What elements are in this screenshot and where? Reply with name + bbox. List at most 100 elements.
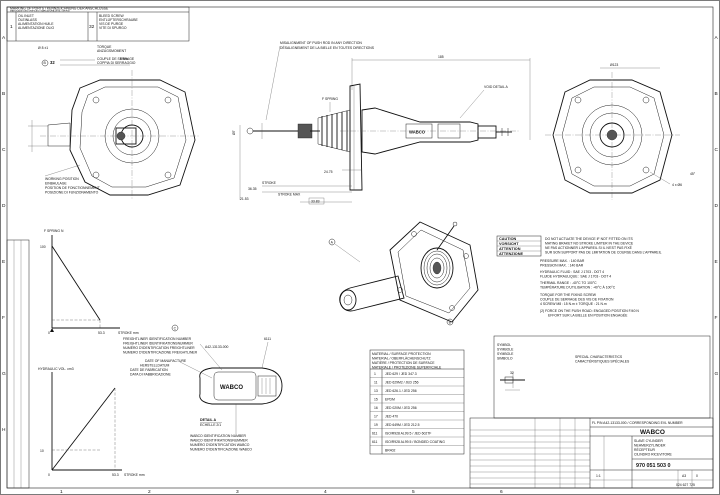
isometric-view: A B: [328, 221, 479, 326]
volume-curve: [51, 387, 116, 471]
freight-it: NUMERO D'IDENTIFICAZIONE FREIGHTLINER: [123, 351, 198, 355]
border-letter-h-left: H: [2, 427, 6, 433]
freight-en: FREIGHTLINER IDENTIFICATION NUMBER: [123, 337, 192, 341]
wabco-id-de: WABCO IDENTIFIKATIONSNUMMER: [190, 439, 248, 443]
port-1-line-4: ALIMENTAZIONE OLIO: [18, 26, 54, 30]
detail-a-scale: ECHELLE 2/1: [200, 423, 221, 427]
iso-boot: [420, 247, 454, 289]
border-letter-a-right: A: [715, 35, 719, 41]
wabco-id-fr: NUMÉRO D'IDENTIFICATION WABCO: [190, 442, 250, 447]
title-rev: 0: [696, 474, 698, 478]
warn-word-it: ATTENZIONE: [499, 252, 523, 256]
mat-row-0-spec: JED 629 / JED 347.3: [385, 372, 417, 376]
graph-hydraulic-volume: HYDRAULIC VOL. cm3 10 53.3 STROKE mm 0: [38, 367, 145, 477]
port-32-line-3: VIS DE PURGE: [99, 22, 124, 26]
wabco-id-en: WABCO IDENTIFICATION NUMBER: [190, 434, 246, 438]
torque-value: 5 Nm: [120, 57, 128, 61]
dim-33-83: 33.83: [311, 200, 320, 204]
title-format: A3: [682, 474, 686, 478]
torque-label-en: TORQUE: [97, 45, 112, 49]
mat-header-fr: MATIÈRE / PROTECTION DE SURFACE: [372, 360, 435, 365]
bolt-hole-1: [92, 96, 100, 104]
iso-callout: A: [331, 240, 334, 244]
materials-table: MATERIAL / SURFACE PROTECTION MATERIAL /…: [369, 349, 465, 455]
border-letter-b-left: B: [2, 91, 5, 97]
front-view-left: Ø 8 ±1 B 32 TORQUE ANZUGSMOMENT COUPLE D…: [28, 45, 200, 200]
graph-spring-force: F SPRING N 100 53.3 STROKE mm 0: [40, 229, 139, 335]
iso-callout-b: B: [449, 320, 452, 324]
border-letters: A B C D E F G H A B C D E F G: [2, 35, 719, 433]
graph1-xval: 53.3: [98, 331, 105, 335]
mat-row-6-n: 19: [374, 423, 378, 427]
side-view: MISALIGNMENT OF PUSH ROD IN ANY DIRECTIO…: [232, 41, 531, 205]
mat-header-en: MATERIAL / SURFACE PROTECTION: [372, 352, 431, 356]
border-letter-g-right: G: [715, 371, 719, 377]
iso-flange: [389, 221, 479, 323]
border-letter-c-right: C: [715, 147, 719, 153]
port-callout-glyph: B: [44, 61, 47, 65]
torque-label-de: ANZUGSMOMENT: [97, 49, 126, 53]
port-32-line-1: BLEED SCREW: [99, 14, 124, 18]
mat-row-7-n: 611: [372, 432, 378, 436]
spec-6: TEMPÉRATURE D'UTILISATION : -40°C À 100°…: [540, 285, 616, 290]
special-title: SPECIAL CHARACTERISTICS: [575, 355, 623, 359]
mat-header-it: MATERIALE / PROTEZIONE SUPERFICIALE: [372, 365, 442, 369]
freight-fr: NUMÉRO D'IDENTIFICATION FREIGHTLINER: [123, 345, 195, 350]
title-company: WABCO: [640, 429, 665, 436]
mat-row-8-spec: ISO/R928 AL99.5 / BONDED COATING: [385, 440, 445, 444]
spring-curve: [51, 245, 101, 321]
border-letter-f-right: F: [715, 315, 718, 321]
left-revision-strip: [6, 239, 30, 489]
border-letter-b-right: B: [715, 91, 718, 97]
symbol-de: SYMBOLE: [497, 348, 514, 352]
front-view-right: Ø123 4 x Ø6 45°: [545, 63, 696, 200]
border-letter-d-right: D: [715, 203, 719, 209]
stroke-max-label: STROKE MAX: [278, 193, 301, 197]
cylinder-tube: [361, 107, 479, 155]
mat-row-7-spec: ISO/R928 AL99.5 / JED 602TF: [385, 432, 431, 436]
symbol-en: SYMBOL: [497, 343, 511, 347]
symbol-it: SIMBOLO: [497, 357, 513, 361]
right-hole-1: [574, 96, 582, 104]
mat-row-1-n: 11: [374, 381, 378, 385]
border-letter-a-left: A: [2, 35, 6, 41]
warning-box: CAUTION VORSICHT ATTENTION ATTENZIONE DO…: [496, 235, 662, 318]
border-number-4: 4: [324, 489, 327, 495]
border-number-5: 5: [412, 489, 415, 495]
graph2-xlabel: STROKE mm: [124, 473, 145, 477]
detail-label-sticker: [213, 371, 257, 401]
pin-6111: 6111: [264, 337, 271, 341]
working-pos-en: WORKING POSITION: [45, 177, 79, 181]
stroke-label: STROKE: [262, 181, 277, 185]
title-block: FL P/N A42-13133-000 / CORRESPONDING EVL…: [469, 417, 714, 489]
date-de: HERSTELLDATUM: [140, 364, 170, 368]
border-letter-e-right: E: [715, 259, 718, 265]
holes-4x-label: 4 x Ø6: [672, 183, 682, 187]
port-32-line-4: VITE DI SPURGO: [99, 26, 127, 30]
rod-dia-label: Ø7: [232, 130, 236, 135]
angle-45-label: 45°: [690, 172, 696, 176]
port-1-line-3: ALIMENTATION HUILE: [18, 22, 54, 26]
bolt-hole-2: [164, 96, 172, 104]
working-pos-fr: POSITION DE FONCTIONNEMENT: [45, 186, 100, 190]
border-letter-g-left: G: [2, 371, 6, 377]
mat-row-3-spec: EPDM: [385, 398, 395, 402]
mat-row-0-n: 1: [374, 372, 376, 376]
front-body-inner: [79, 86, 187, 188]
spec-4: FLUIDE HYDRAULIQUE : SAE J 1703 - DOT 4: [540, 275, 611, 279]
warn-word-en: CAUTION: [499, 237, 517, 241]
void-detail-label: VOID DETAIL A: [484, 85, 508, 89]
port-1-line-2: ÖLEINLASS: [18, 18, 38, 22]
front-body-outline: [69, 79, 196, 196]
fl-pn-line: FL P/N A42-13133-000 / CORRESPONDING EVL…: [592, 421, 683, 425]
working-pos-it: POSIZIONE DI FUNZIONAMENTO: [45, 191, 99, 195]
rubber-boot: [297, 109, 351, 153]
border-letter-f-left: F: [2, 315, 5, 321]
port-32-line-2: ENTLÜFTERSCHRAUBE: [99, 18, 139, 22]
dim-185: 185: [438, 55, 444, 59]
mat-row-4-spec: JED 020M / JED 256: [385, 406, 417, 410]
front-side-lug: [47, 122, 71, 147]
border-letter-d-left: D: [2, 203, 6, 209]
symbol-fr: SYMBOLE: [497, 352, 514, 356]
mounting-flange: [349, 83, 363, 191]
